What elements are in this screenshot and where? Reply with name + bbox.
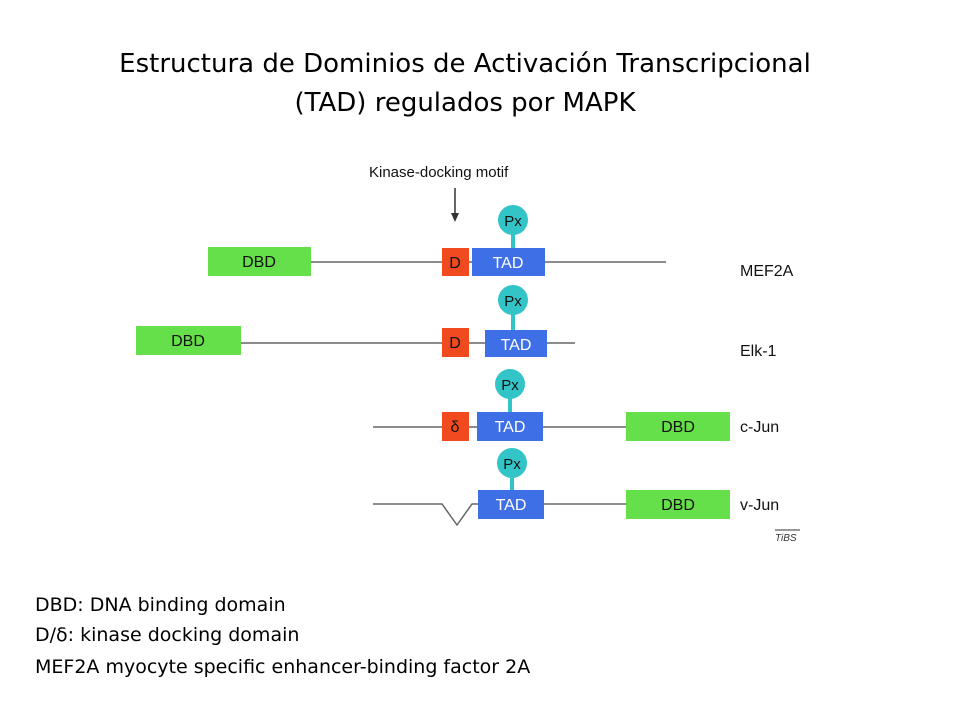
protein-name: Elk-1 <box>740 343 777 360</box>
dbd-label: DBD <box>661 497 695 514</box>
dbd-domain <box>208 247 311 276</box>
docking-label: D <box>449 335 461 352</box>
protein-name: v-Jun <box>740 497 779 514</box>
tad-domain <box>485 330 547 357</box>
px-phosphorylation-site <box>498 205 528 235</box>
px-phosphorylation-site <box>495 369 525 399</box>
protein-row-elk1: DBD D TAD Px Elk-1 <box>136 285 777 360</box>
source-credit: TiBS <box>775 533 797 544</box>
tad-label: TAD <box>501 337 532 354</box>
legend-mef2a: MEF2A myocyte specific enhancer-binding … <box>35 656 531 678</box>
dbd-domain <box>626 412 730 441</box>
legend-docking: D/δ: kinase docking domain <box>35 624 300 646</box>
tad-domain <box>478 490 544 519</box>
px-label: Px <box>504 213 522 230</box>
protein-name: MEF2A <box>740 263 794 280</box>
kinase-docking-motif-label: Kinase-docking motif <box>369 164 509 181</box>
docking-label: δ <box>451 419 460 436</box>
tad-label: TAD <box>495 419 526 436</box>
px-phosphorylation-site <box>497 448 527 478</box>
protein-row-mef2a: DBD D TAD Px MEF2A <box>208 205 794 280</box>
docking-domain <box>442 412 469 441</box>
slide-title-line-2: (TAD) regulados por MAPK <box>294 88 636 118</box>
docking-motif-arrow <box>451 188 459 222</box>
protein-name: c-Jun <box>740 419 779 436</box>
dbd-domain <box>626 490 730 519</box>
tad-domain <box>472 248 545 276</box>
protein-row-c-jun: δ TAD Px DBD c-Jun <box>373 369 779 441</box>
docking-domain <box>442 328 469 357</box>
tad-label: TAD <box>493 255 524 272</box>
dbd-label: DBD <box>661 419 695 436</box>
tad-domain <box>477 412 543 441</box>
px-label: Px <box>501 377 519 394</box>
dbd-domain <box>136 326 241 355</box>
px-label: Px <box>504 293 522 310</box>
px-phosphorylation-site <box>498 285 528 315</box>
docking-label: D <box>449 255 461 272</box>
dbd-label: DBD <box>242 254 276 271</box>
slide-title-line-1: Estructura de Dominios de Activación Tra… <box>119 49 811 79</box>
tad-label: TAD <box>496 497 527 514</box>
protein-row-v-jun: TAD Px DBD v-Jun <box>373 448 779 527</box>
legend-dbd: DBD: DNA binding domain <box>35 594 286 616</box>
dbd-label: DBD <box>171 333 205 350</box>
px-label: Px <box>503 456 521 473</box>
docking-domain <box>442 248 469 276</box>
